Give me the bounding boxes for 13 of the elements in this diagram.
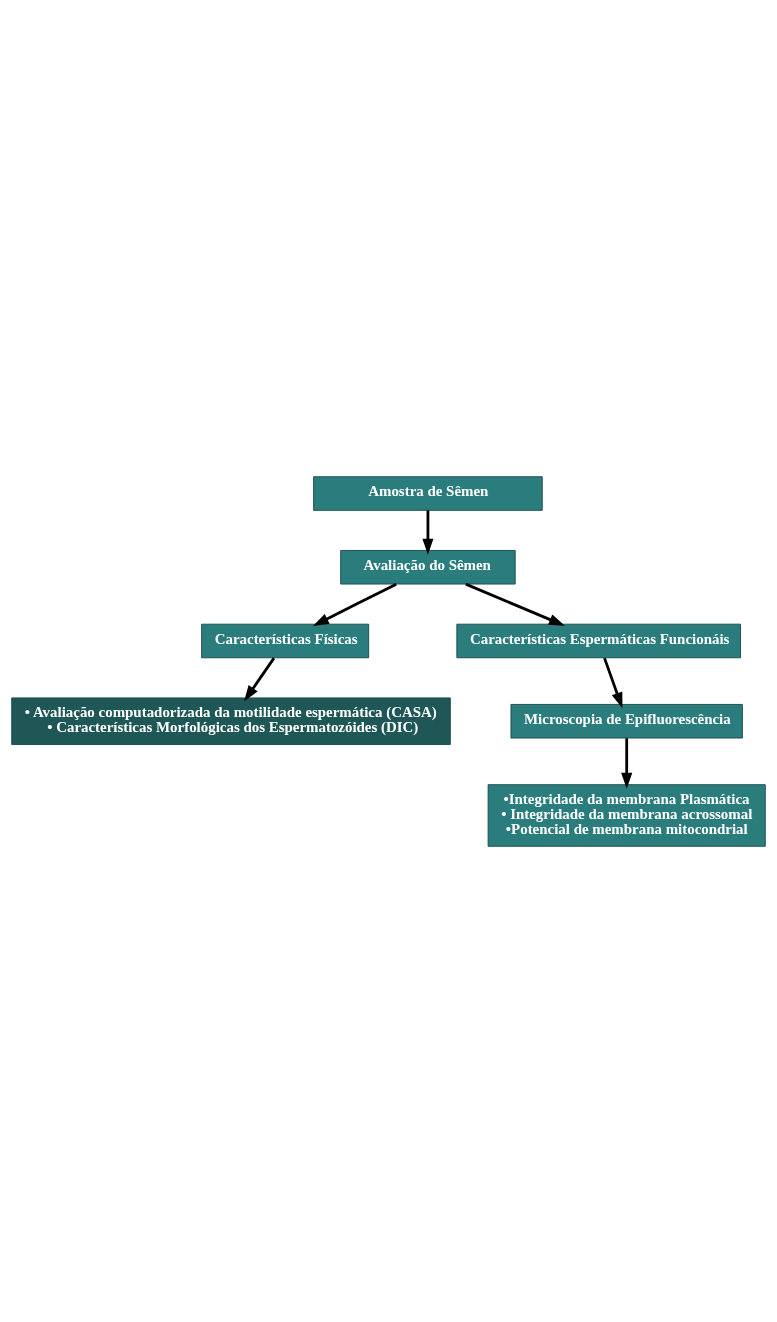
arrow: [422, 509, 434, 555]
arrow: [244, 656, 276, 701]
arrow: [312, 582, 397, 626]
arrow: [603, 657, 623, 708]
node-box: Microscopia de Epifluorescência: [510, 703, 743, 738]
node-box: Avaliação do Sêmen: [340, 549, 516, 584]
node-box: • Avaliação computadorizada da motilidade espermática (CASA) • Características Morfológicas dos Espermatozóides (DIC): [11, 696, 451, 745]
node-box: Características Físicas: [201, 623, 370, 658]
node-box: •Integridade da membrana Plasmática • Integridade da membrana acrossomal •Potencial de membrana mitocondrial: [487, 783, 766, 847]
node-box: Características Espermáticas Funcionáis: [456, 623, 741, 658]
node-box: Amostra de Sêmen: [313, 475, 543, 511]
arrow: [621, 737, 633, 789]
arrow: [465, 582, 565, 626]
